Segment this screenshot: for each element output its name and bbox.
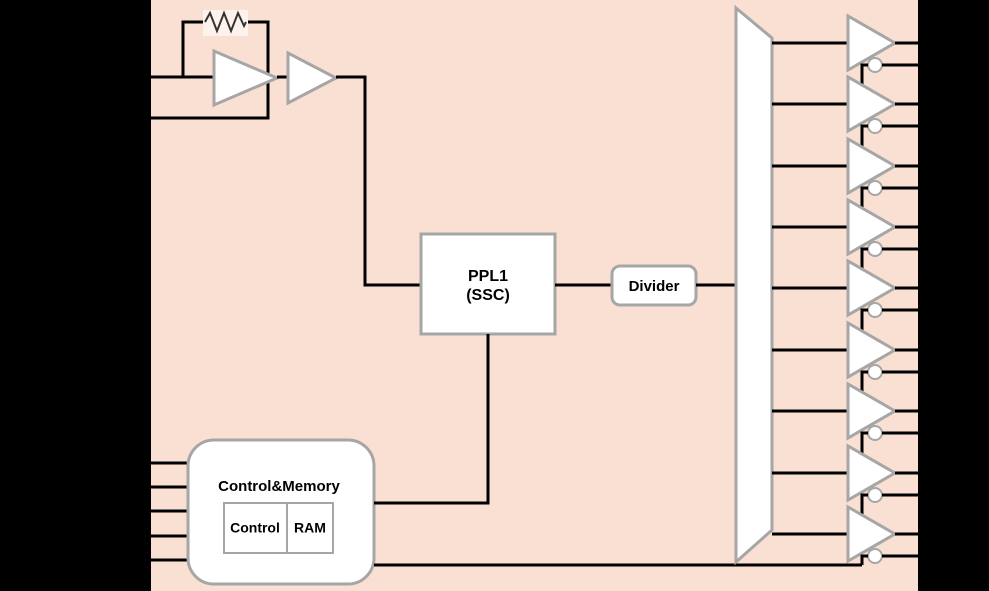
output-buffer-4-icon[interactable] (846, 197, 899, 257)
output-buffer-1-inverting-bubble (867, 57, 883, 73)
control-memory-block[interactable]: Control&Memory Control RAM (151, 438, 376, 586)
control-sub-block-label: Control (230, 520, 280, 536)
control-memory-title: Control&Memory (218, 478, 340, 495)
pll-block[interactable]: PPL1 (SSC) (419, 232, 557, 336)
control-to-pll-net (374, 334, 490, 505)
output-buffer-9-inverting-bubble (867, 548, 883, 564)
pll-label-line1: PPL1 (468, 268, 508, 285)
crystal-oscillator-input (151, 10, 421, 287)
divider-block[interactable]: Divider (610, 264, 698, 307)
output-buffer-9-outbar-tap (860, 554, 868, 565)
fanout-mux[interactable] (734, 4, 774, 566)
output-buffer-8-inverting-bubble (867, 487, 883, 503)
output-buffer-8[interactable] (772, 443, 918, 518)
output-buffer-6[interactable] (772, 320, 918, 395)
divider-label: Divider (629, 278, 680, 295)
output-buffer-3-icon[interactable] (846, 136, 899, 196)
output-buffer-5-outbar-tap (860, 308, 868, 333)
output-buffer-1[interactable] (772, 13, 918, 88)
output-buffer-4-inverting-bubble (867, 241, 883, 257)
output-buffer-9[interactable] (772, 504, 918, 565)
output-buffer-8-outbar-tap (860, 493, 868, 518)
oscillator-to-pll-net (336, 75, 421, 287)
ram-sub-block-label: RAM (294, 520, 326, 536)
output-buffer-2-outbar-tap (860, 124, 868, 149)
output-buffer-8-icon[interactable] (846, 443, 899, 503)
output-buffer-6-outbar-tap (860, 370, 868, 395)
ram-sub-block[interactable] (286, 502, 334, 554)
output-buffer-9-icon[interactable] (846, 504, 899, 564)
xout-pin-wire (151, 77, 270, 120)
output-buffer-2-icon[interactable] (846, 74, 899, 134)
feedback-wire-left (181, 20, 205, 77)
output-buffer-5-inverting-bubble (867, 302, 883, 318)
feedback-wire-right (246, 20, 270, 77)
output-buffer-7-icon[interactable] (846, 381, 899, 441)
output-buffer-1-outbar-tap (860, 63, 868, 88)
resistor-icon (204, 10, 247, 34)
output-buffer-2-inverting-bubble (867, 118, 883, 134)
output-buffer-7-inverting-bubble (867, 425, 883, 441)
output-buffer-5[interactable] (772, 258, 918, 333)
output-buffer-3-inverting-bubble (867, 180, 883, 196)
output-buffer-1-icon[interactable] (846, 13, 899, 73)
pll-label-line2: (SSC) (466, 287, 510, 304)
output-buffer-6-inverting-bubble (867, 364, 883, 380)
output-buffer-2[interactable] (772, 74, 918, 149)
output-buffer-3[interactable] (772, 136, 918, 211)
control-sub-block[interactable] (223, 502, 288, 554)
oscillator-buffer-icon (286, 50, 340, 106)
output-buffer-3-outbar-tap (860, 186, 868, 211)
output-buffer-5-icon[interactable] (846, 258, 899, 318)
oscillator-inverter-icon (212, 48, 281, 108)
output-buffer-7[interactable] (772, 381, 918, 456)
differential-output-buffers (772, 13, 918, 565)
output-buffer-7-outbar-tap (860, 431, 868, 456)
output-buffer-4-outbar-tap (860, 247, 868, 272)
output-buffer-4[interactable] (772, 197, 918, 272)
output-buffer-6-icon[interactable] (846, 320, 899, 380)
pll-block-rect[interactable] (419, 232, 557, 336)
